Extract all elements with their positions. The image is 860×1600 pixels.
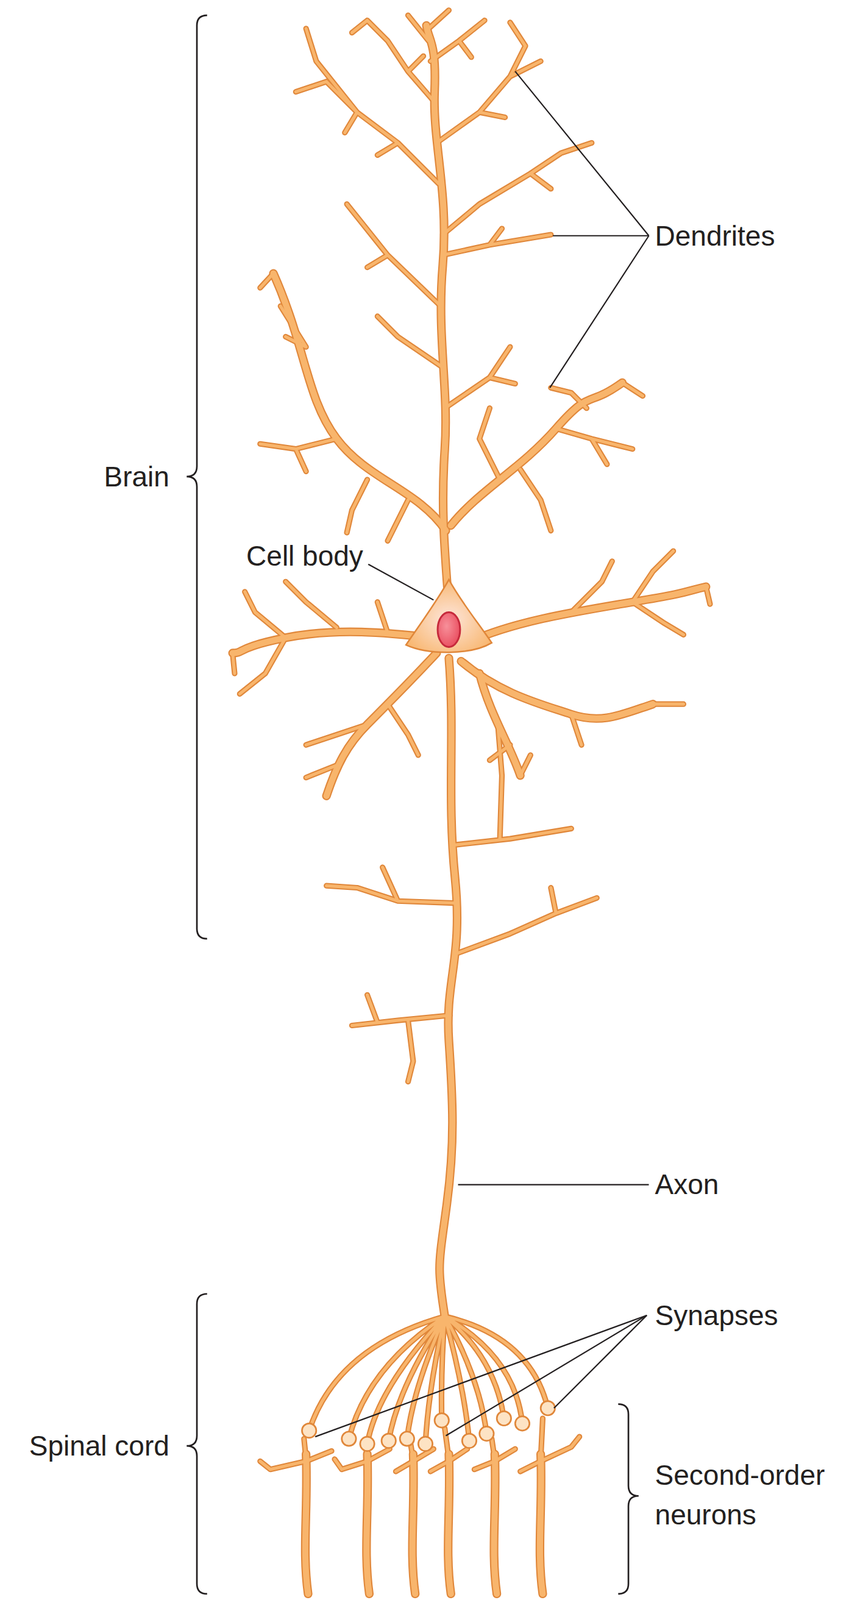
neuron-fill [232,10,711,1594]
nucleus [437,611,461,647]
brackets [186,15,639,1594]
part-label: Axon [655,1164,720,1204]
region-label: Brain [103,457,169,497]
leader-lines [315,71,649,1437]
cell-body [405,579,492,653]
part-label: Cell body [246,536,364,576]
synapse-terminals [301,1401,555,1452]
region-label: Spinal cord [29,1426,170,1466]
group-label: Second-order neurons [655,1455,857,1535]
part-label: Dendrites [655,216,776,256]
neuron-outline [232,10,711,1594]
part-label: Synapses [655,1295,779,1335]
